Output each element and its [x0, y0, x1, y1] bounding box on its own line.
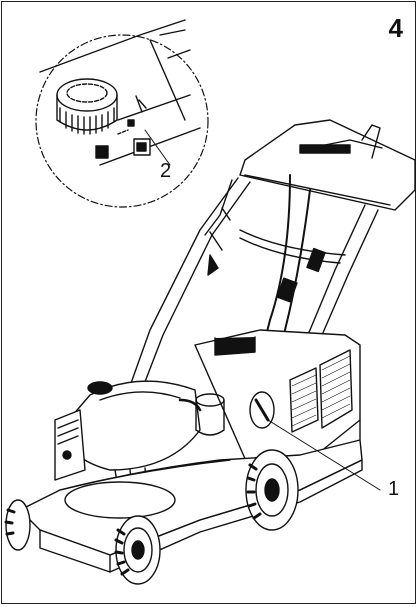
wheels [4, 449, 299, 585]
figure-number: 4 [388, 13, 403, 43]
callout-label-1: 1 [388, 478, 400, 500]
detail-inset [35, 19, 209, 208]
rear-housing [194, 329, 361, 491]
leader-line-2 [144, 129, 171, 166]
callout-label-2: 2 [160, 160, 172, 182]
leader-line-1 [267, 419, 381, 491]
handle-assembly [124, 119, 416, 411]
engine [54, 380, 275, 506]
